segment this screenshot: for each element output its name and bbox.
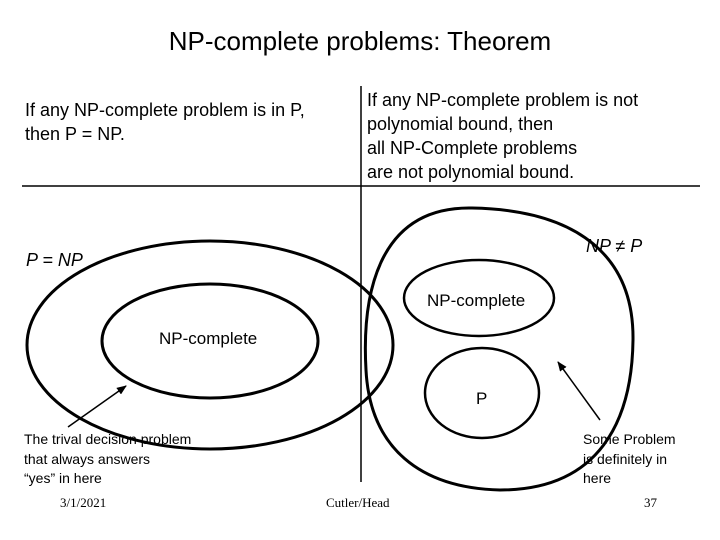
np-complete-label-right: NP-complete <box>427 291 526 310</box>
some-problem-arrow <box>557 361 601 421</box>
footer-page-number: 37 <box>644 495 657 510</box>
left-statement-line: then P = NP. <box>25 124 125 144</box>
trivial-note-line: that always answers <box>24 450 151 467</box>
right-statement-line: polynomial bound, then <box>367 114 554 134</box>
p-equals-np-ellipse <box>25 239 395 451</box>
right-theorem-statement: If any NP-complete problem is not polyno… <box>367 88 638 184</box>
trivial-note-line: “yes” in here <box>24 470 102 486</box>
right-statement-line: If any NP-complete problem is not <box>367 90 639 110</box>
trivial-note-line: The trival decision problem <box>24 431 192 447</box>
footer-author: Cutler/Head <box>326 495 390 510</box>
right-statement-line: all NP-Complete problems <box>367 138 578 158</box>
p-label: P <box>476 389 488 408</box>
footer-date: 3/1/2021 <box>60 495 107 510</box>
np-complete-ellipse-left <box>100 282 320 400</box>
right-statement-line: are not polynomial bound. <box>367 162 575 182</box>
np-complete-ellipse-right <box>402 258 556 338</box>
p-ellipse <box>423 346 541 440</box>
trivial-problem-note: The trival decision problem that always … <box>24 430 191 489</box>
trivial-problem-arrow <box>67 385 127 428</box>
some-problem-note-line: Some Problem <box>583 431 676 447</box>
some-problem-note-line: is definitely in <box>583 450 668 467</box>
left-statement-line: If any NP-complete problem is in P, <box>25 100 305 120</box>
np-not-p-region <box>363 206 635 492</box>
p-equals-np-label: P = NP <box>26 250 83 270</box>
some-problem-note-line: here <box>583 470 612 486</box>
some-problem-note: Some Problem is definitely in here <box>583 430 676 489</box>
np-not-equal-p-label: NP ≠ P <box>586 236 643 256</box>
slide-title: NP-complete problems: Theorem <box>168 26 552 56</box>
np-complete-label-left: NP-complete <box>159 329 258 348</box>
left-theorem-statement: If any NP-complete problem is in P, then… <box>25 98 305 146</box>
